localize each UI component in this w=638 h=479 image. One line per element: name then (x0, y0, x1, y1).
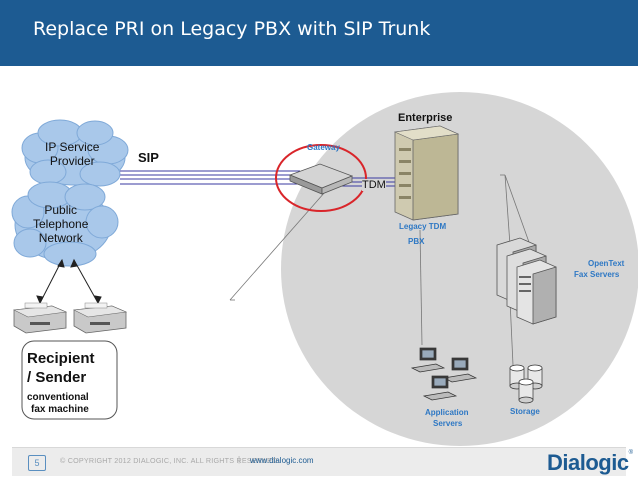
footer-band: 5 © COPYRIGHT 2012 DIALOGIC, INC. ALL RI… (12, 447, 633, 476)
endpoint-sub-line1: conventional (27, 392, 89, 403)
fax-servers-label-line1: OpenText (588, 259, 625, 268)
sip-label: SIP (138, 150, 159, 165)
pstn-text: Public Telephone Network (33, 203, 89, 245)
app-servers-label-line1: Application (425, 408, 469, 417)
dialogic-logo: Dialogic® (547, 450, 633, 476)
slide-title: Replace PRI on Legacy PBX with SIP Trunk (33, 18, 431, 40)
fax-servers-label-line2: Fax Servers (574, 270, 620, 279)
pstn-label: Public Telephone Network (33, 203, 88, 245)
footer-separator: | (238, 455, 241, 464)
gateway-icon (288, 163, 354, 195)
endpoint-box (21, 340, 118, 420)
enterprise-label: Enterprise (398, 112, 453, 124)
app-servers-label-line2: Servers (433, 419, 463, 428)
pbx-tower-icon (393, 125, 460, 221)
footer-url-link[interactable]: www.dialogic.com (250, 456, 314, 465)
logo-trademark: ® (628, 450, 633, 456)
storage-icon (509, 364, 543, 404)
application-servers-icon (410, 347, 478, 401)
copyright-text: © COPYRIGHT 2012 DIALOGIC, INC. ALL RIGH… (60, 456, 280, 465)
footer: 5 © COPYRIGHT 2012 DIALOGIC, INC. ALL RI… (0, 447, 638, 479)
fax-machine-icon (12, 302, 68, 334)
gateway-label: Gateway (307, 143, 340, 152)
fax-machine-icon (72, 302, 128, 334)
page-number: 5 (28, 455, 46, 471)
endpoint-title-line2: / Sender (27, 369, 87, 386)
tdm-label: TDM (362, 179, 386, 191)
network-diagram (11, 92, 638, 446)
endpoint-sub-line2: fax machine (31, 404, 89, 415)
fax-servers-icon (496, 237, 557, 325)
ip-provider-cloud (21, 119, 129, 187)
ip-provider-text: IP Service Provider (45, 140, 100, 168)
endpoint-title-line1: Recipient (27, 350, 95, 367)
ip-provider-label: IP Service Provider (45, 140, 99, 168)
logo-text: Dialogic (547, 450, 629, 475)
gateway-highlight-circle (275, 144, 367, 212)
pstn-cloud (11, 181, 119, 267)
pbx-label-line1: Legacy TDM (399, 222, 447, 231)
fax-arrows (36, 258, 102, 305)
title-bar: Replace PRI on Legacy PBX with SIP Trunk (0, 0, 638, 66)
pbx-label-line2: PBX (408, 237, 425, 246)
storage-label: Storage (510, 407, 540, 416)
